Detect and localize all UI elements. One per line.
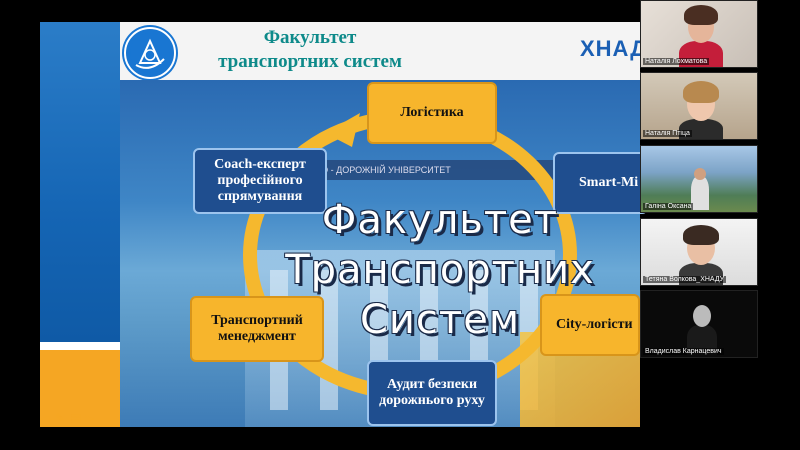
participant-hair xyxy=(683,225,719,245)
participant-name: Наталія Лохматова xyxy=(643,58,710,65)
participant-name: Наталія Птіца xyxy=(643,130,692,137)
main-title-line1: Факультет xyxy=(321,197,559,243)
university-logo xyxy=(124,27,176,79)
slideshow-navbar: ◄ ✎ ▤ ► xyxy=(40,412,97,424)
slide-left-panel xyxy=(40,22,120,427)
brand-label: ХНАД xyxy=(580,36,640,61)
pencil-icon[interactable]: ✎ xyxy=(55,411,66,425)
participant-face xyxy=(694,168,706,180)
participant-hair xyxy=(684,5,718,25)
participant-tile[interactable]: Тетяна Волкова_ХНАДУ xyxy=(640,218,758,286)
box-road-safety-audit: Аудит безпеки дорожнього руху xyxy=(367,360,497,426)
box-coach-expert: Coach-експерт професійного спрямування xyxy=(193,148,327,214)
arrow-right-icon[interactable]: ► xyxy=(85,411,95,425)
box-city-logistics: City-логісти xyxy=(540,294,640,356)
main-title-line2: Транспортних xyxy=(285,247,595,293)
participant-name: Тетяна Волкова_ХНАДУ xyxy=(643,276,727,283)
participant-name: Галіна Оксана xyxy=(643,203,694,210)
slide-left-orange xyxy=(40,350,120,427)
slide-header-title: Факультет транспортних систем xyxy=(170,26,450,74)
participant-avatar xyxy=(691,176,709,210)
participant-tile[interactable]: Наталія Лохматова xyxy=(640,0,758,68)
participant-tile[interactable]: Наталія Птіца xyxy=(640,72,758,140)
participant-tile[interactable]: Галіна Оксана xyxy=(640,145,758,213)
header-title-line1: Факультет xyxy=(263,27,357,48)
header-title-line2: транспортних систем xyxy=(218,51,402,72)
box-logistics: Логістика xyxy=(367,82,497,144)
slide-main-title: Факультет Транспортних Систем xyxy=(270,195,610,345)
participant-name: Владислав Карнацевич xyxy=(643,348,724,355)
participant-tile[interactable]: Владислав Карнацевич xyxy=(640,290,758,358)
box-smart-mobility: Smart-Mi xyxy=(553,152,648,214)
participant-hair xyxy=(683,81,719,103)
box-transport-management: Транспортний менеджмент xyxy=(190,296,324,362)
slide-left-blue xyxy=(40,22,120,342)
participant-face xyxy=(693,305,711,327)
main-title-line3: Систем xyxy=(359,297,520,343)
slide-left-divider xyxy=(40,342,120,350)
slide-header xyxy=(120,22,640,80)
arrow-left-icon[interactable]: ◄ xyxy=(40,411,50,425)
menu-icon[interactable]: ▤ xyxy=(70,411,82,425)
